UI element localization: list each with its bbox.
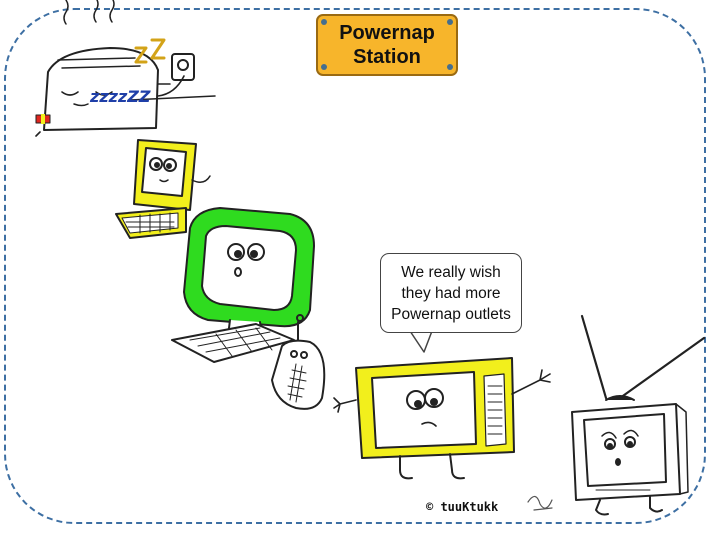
tv-set bbox=[571, 314, 706, 516]
microwave bbox=[333, 357, 551, 480]
sign-bolt bbox=[321, 19, 327, 25]
sign-bolt bbox=[447, 19, 453, 25]
speech-bubble-tail bbox=[409, 330, 433, 353]
snore-zzz: zzzzZZ bbox=[89, 38, 166, 106]
laptop bbox=[115, 139, 211, 239]
powernap-station-sign: Powernap Station bbox=[316, 14, 458, 76]
dashed-border bbox=[4, 8, 706, 524]
cell-phone bbox=[271, 314, 326, 410]
green-computer bbox=[171, 207, 315, 363]
wall-outlet bbox=[157, 53, 195, 97]
sign-line-2: Station bbox=[353, 46, 421, 68]
speech-bubble: We really wish they had more Powernap ou… bbox=[380, 253, 522, 333]
speech-line-3: Powernap outlets bbox=[391, 305, 511, 323]
sign-line-1: Powernap bbox=[339, 22, 435, 44]
sign-bolt bbox=[447, 64, 453, 70]
speech-line-1: We really wish bbox=[401, 263, 501, 281]
sign-bolt bbox=[321, 64, 327, 70]
svg-text:zzzzZZ: zzzzZZ bbox=[89, 87, 151, 106]
counter-edge bbox=[35, 95, 216, 137]
copyright-credit: © tuuKtukk bbox=[426, 500, 499, 514]
speech-line-2: they had more bbox=[401, 284, 501, 302]
artist-signature bbox=[527, 495, 553, 511]
toaster bbox=[35, 0, 171, 131]
